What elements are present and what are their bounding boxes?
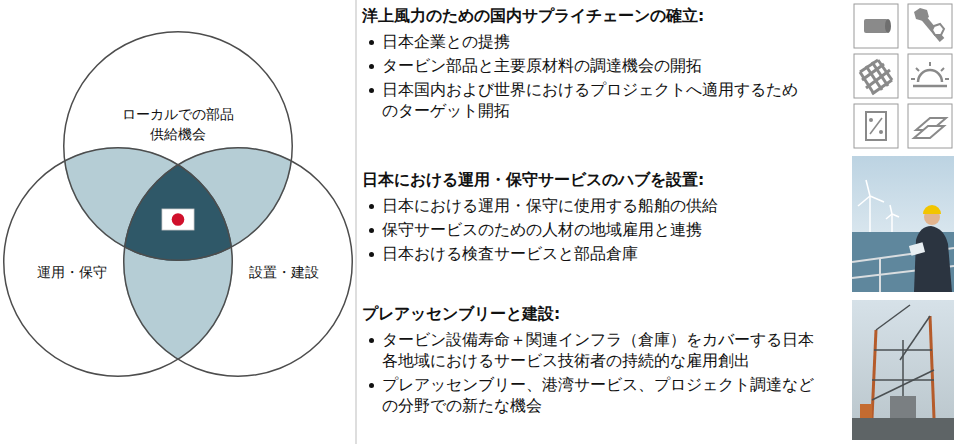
bullet-dot bbox=[369, 383, 374, 388]
mesh-line bbox=[878, 60, 892, 80]
bullet-item: 日本おける検査サービスと部品倉庫 bbox=[382, 244, 842, 265]
mesh-line bbox=[872, 62, 888, 86]
venn-circle: 設置・建設 bbox=[123, 147, 353, 377]
deck-structure bbox=[890, 396, 916, 418]
circle-outline bbox=[4, 148, 233, 377]
railing bbox=[879, 258, 881, 292]
turbine-blade bbox=[870, 196, 884, 202]
circle-label: ローカルでの部品 供給機会 bbox=[113, 104, 243, 144]
circle-outline bbox=[124, 148, 353, 377]
horizon-line bbox=[913, 85, 947, 88]
bullet-item: プレアッセンブリー、港湾サービス、プロジェクト調達など の分野での新たな機会 bbox=[382, 375, 842, 417]
bar-icon bbox=[885, 19, 891, 33]
photo-sky bbox=[852, 300, 954, 440]
turbine-blade bbox=[890, 205, 892, 214]
bolt-icon bbox=[914, 8, 929, 21]
icon-frame bbox=[854, 104, 898, 148]
section-heading: プレアッセンブリーと建設: bbox=[362, 304, 842, 325]
bullet-dot bbox=[369, 228, 374, 233]
percent-icon bbox=[869, 118, 873, 122]
bullet-dot bbox=[369, 88, 374, 93]
turbine-blade bbox=[886, 214, 892, 219]
crane-leg bbox=[930, 316, 934, 418]
sun-ray bbox=[945, 78, 949, 80]
sun-icon bbox=[918, 70, 942, 82]
circle-outline bbox=[3, 147, 233, 377]
nut-icon bbox=[932, 24, 944, 35]
sheet-icon bbox=[914, 126, 944, 138]
icon-frame bbox=[854, 54, 898, 98]
turbine-blade bbox=[858, 196, 870, 206]
percent-icon bbox=[879, 130, 883, 134]
overlap-region bbox=[123, 147, 353, 377]
section-heading: 洋上風力のための国内サプライチェーンの確立: bbox=[362, 6, 842, 27]
turbine-blade bbox=[892, 214, 899, 217]
bullet-item: タービン部品と主要原材料の調達機会の開拓 bbox=[382, 56, 842, 77]
technician-helmet bbox=[923, 205, 941, 214]
percent-icon bbox=[870, 118, 882, 134]
sun-ray bbox=[916, 68, 919, 71]
crane-leg bbox=[872, 330, 876, 418]
circle-outline bbox=[64, 32, 293, 261]
sun-ray bbox=[941, 68, 944, 71]
bullet-dot bbox=[369, 338, 374, 343]
photo-sky bbox=[852, 156, 954, 292]
section-heading: 日本における運用・保守サービスのハブを設置: bbox=[362, 170, 842, 191]
turbine-tower bbox=[869, 196, 871, 232]
venn-circle: ローカルでの部品 供給機会 bbox=[63, 31, 293, 261]
icon-frame bbox=[908, 54, 952, 98]
tablet bbox=[909, 242, 925, 255]
deck-structure bbox=[860, 404, 872, 418]
bullet-item: タービン設備寿命＋関連インフラ（倉庫）をカバーする日本 各地域におけるサービス技… bbox=[382, 330, 842, 372]
turbine-blade bbox=[866, 180, 870, 196]
bullet-item: 日本国内および世界におけるプロジェクトへ適用するため のターゲット開拓 bbox=[382, 80, 842, 122]
circle-outline bbox=[63, 31, 293, 261]
bullet-dot bbox=[369, 204, 374, 209]
mesh-icon bbox=[860, 60, 892, 94]
overlap-region bbox=[123, 147, 353, 377]
bar-icon bbox=[864, 19, 888, 33]
circle-label: 設置・建設 bbox=[238, 262, 330, 282]
sun-ray bbox=[929, 62, 931, 66]
mesh-line bbox=[866, 66, 882, 90]
crane-boom bbox=[876, 305, 910, 330]
circle-label: 運用・保守 bbox=[26, 262, 118, 282]
icon-frame bbox=[854, 4, 898, 48]
separator-line bbox=[356, 0, 357, 444]
icon-frame bbox=[908, 104, 952, 148]
bullet-dot bbox=[369, 64, 374, 69]
venn-circle: 運用・保守 bbox=[3, 147, 233, 377]
bullet-item: 日本企業との提携 bbox=[382, 32, 842, 53]
icon-frame bbox=[908, 4, 952, 48]
document-icon bbox=[866, 112, 886, 140]
flag-field bbox=[162, 209, 194, 230]
crane-boom bbox=[900, 316, 930, 360]
center-overlap bbox=[123, 147, 353, 377]
technician-body bbox=[914, 226, 952, 292]
turbine-tower bbox=[891, 214, 893, 232]
photo-deck bbox=[852, 418, 954, 440]
bullet-dot bbox=[369, 40, 374, 45]
bullet-dot bbox=[369, 252, 374, 257]
bullet-item: 日本における運用・保守に使用する船舶の供給 bbox=[382, 196, 842, 217]
sun-ray bbox=[911, 78, 915, 80]
circle-outline bbox=[123, 147, 353, 377]
flag-sun bbox=[172, 213, 185, 226]
bullet-item: 保守サービスのための人材の地域雇用と連携 bbox=[382, 220, 842, 241]
